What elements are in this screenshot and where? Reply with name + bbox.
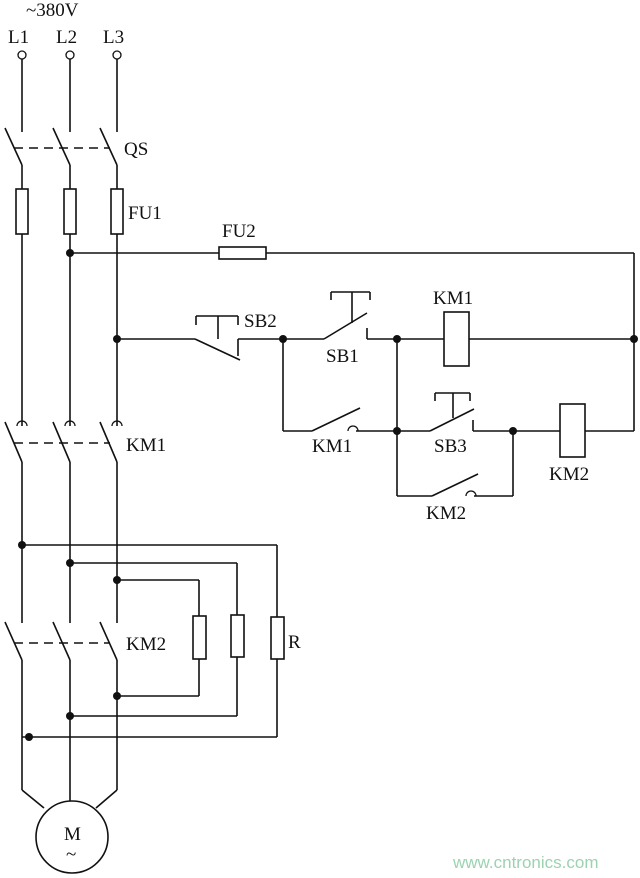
- motor-label: M: [64, 824, 81, 845]
- km2-contact-label: KM2: [426, 503, 466, 524]
- fu2-fuse: [218, 246, 267, 260]
- terminal-l1: [17, 50, 27, 60]
- km1-main-label: KM1: [126, 435, 166, 456]
- phase-wires-qs-fu1: [21, 165, 118, 189]
- qs-switch: [4, 127, 118, 166]
- km2-coil: [513, 403, 634, 458]
- sb1-start-button: [283, 291, 397, 340]
- fu2-label: FU2: [222, 221, 256, 242]
- sb3-button: [397, 392, 513, 432]
- supply-voltage-label: ~380V: [26, 0, 79, 21]
- terminal-l3: [112, 50, 122, 60]
- motor-symbol: [35, 800, 109, 874]
- fu1-fuses: [15, 188, 124, 235]
- phase-l2-label: L2: [56, 27, 77, 48]
- phase-wires-bottom: [21, 660, 277, 790]
- phase-wires-top: [21, 59, 118, 132]
- km1-coil-label: KM1: [433, 288, 473, 309]
- km2-main-contacts: [4, 621, 118, 661]
- qs-label: QS: [124, 139, 148, 160]
- r-label: R: [288, 632, 301, 653]
- node-right-rail-km1: [630, 335, 638, 343]
- phase-l1-label: L1: [8, 27, 29, 48]
- km1-contact-label: KM1: [312, 436, 352, 457]
- watermark: www.cntronics.com: [452, 853, 598, 872]
- fu1-label: FU1: [128, 203, 162, 224]
- sb2-label: SB2: [244, 311, 277, 332]
- terminal-l2: [65, 50, 75, 60]
- resistor-network-r: [18, 541, 285, 737]
- km1-main-contacts: [4, 420, 123, 463]
- control-line-main: [113, 335, 195, 343]
- phase-l3-label: L3: [103, 27, 124, 48]
- km2-main-label: KM2: [126, 634, 166, 655]
- km1-holding-contact: [282, 339, 397, 432]
- control-supply-line: [66, 249, 635, 431]
- sb1-label: SB1: [326, 346, 359, 367]
- km2-coil-label: KM2: [549, 464, 589, 485]
- sb3-label: SB3: [434, 436, 467, 457]
- phase-wires-mid: [21, 462, 118, 623]
- motor-ac-label: ~: [66, 844, 76, 865]
- km1-coil: [397, 311, 634, 367]
- phase-wires-fu1-km1: [21, 234, 118, 426]
- sb2-stop-button: [194, 315, 283, 361]
- km2-holding-contact: [397, 431, 514, 497]
